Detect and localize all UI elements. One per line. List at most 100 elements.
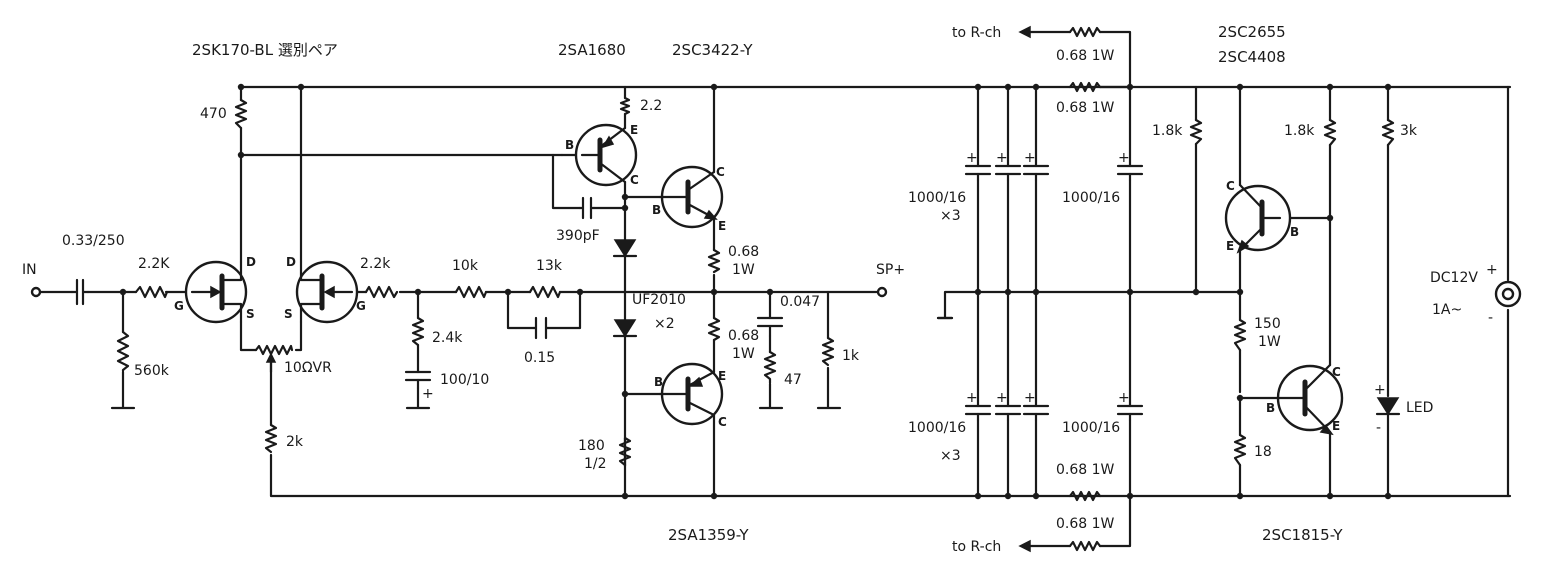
svg-text:D: D (246, 255, 256, 269)
resistors (116, 26, 1395, 552)
svg-text:E: E (1226, 239, 1234, 253)
cap-polarity-marks: + + + + + + + + + (422, 150, 1130, 406)
svg-text:10k: 10k (452, 258, 479, 274)
svg-text:47: 47 (784, 372, 802, 388)
svg-text:+: + (966, 390, 978, 406)
svg-text:×3: ×3 (940, 208, 961, 224)
svg-text:+: + (996, 150, 1008, 166)
diode-lower-icon (612, 319, 638, 338)
svg-text:1W: 1W (732, 262, 755, 278)
label-2sc4408: 2SC4408 (1218, 48, 1286, 66)
cap-0u047 (756, 316, 784, 338)
cap-0u15 (532, 316, 550, 340)
svg-text:2.2K: 2.2K (138, 256, 170, 272)
svg-text:LED: LED (1406, 400, 1433, 416)
svg-text:+: + (422, 386, 434, 402)
svg-text:1000/16: 1000/16 (908, 420, 966, 436)
svg-text:150: 150 (1254, 316, 1281, 332)
label-in: IN (22, 262, 37, 278)
svg-text:0.68: 0.68 (728, 244, 759, 260)
svg-text:+: + (1118, 390, 1130, 406)
cap-100u (404, 370, 432, 382)
svg-text:to R-ch: to R-ch (952, 539, 1001, 555)
svg-text:1000/16: 1000/16 (1062, 420, 1120, 436)
resistor-0r68-bottom (1068, 490, 1102, 502)
svg-text:B: B (1266, 401, 1275, 415)
resistor-470 (234, 98, 248, 130)
resistor-2k4 (411, 316, 425, 347)
svg-text:G: G (356, 299, 366, 313)
resistor-150 (1233, 318, 1247, 352)
svg-text:2.2k: 2.2k (360, 256, 391, 272)
svg-text:D: D (286, 255, 296, 269)
label-sp: SP+ (876, 262, 905, 278)
svg-text:0.68: 0.68 (728, 328, 759, 344)
resistor-2k2-gate (364, 285, 399, 299)
arrow-left-icon (1018, 25, 1031, 39)
svg-text:10ΩVR: 10ΩVR (284, 360, 332, 376)
labels: IN SP+ 2SK170-BL 選別ペア 2SA1680 2SC3422-Y … (22, 23, 1498, 555)
svg-text:B: B (654, 375, 663, 389)
svg-text:+: + (1118, 150, 1130, 166)
svg-text:+: + (1024, 150, 1036, 166)
led-icon (1375, 397, 1401, 416)
svg-text:C: C (1226, 179, 1235, 193)
speaker-terminal (876, 286, 888, 298)
resistor-47 (763, 350, 777, 385)
svg-text:C: C (1332, 365, 1341, 379)
svg-text:1W: 1W (732, 346, 755, 362)
svg-text:0.68 1W: 0.68 1W (1056, 48, 1115, 64)
svg-text:2.2: 2.2 (640, 98, 662, 114)
svg-text:100/10: 100/10 (440, 372, 489, 388)
transistor-2sc2655 (1224, 183, 1292, 254)
junction-dots (119, 83, 1392, 500)
jfet-left (184, 260, 248, 324)
resistor-2k2-input (134, 285, 169, 299)
svg-text:13k: 13k (536, 258, 563, 274)
svg-text:1W: 1W (1258, 334, 1281, 350)
svg-text:0.15: 0.15 (524, 350, 555, 366)
svg-text:G: G (174, 299, 184, 313)
jfet-right (295, 260, 359, 324)
resistor-560k (116, 330, 130, 373)
svg-text:+: + (1374, 382, 1386, 398)
resistor-10k (454, 285, 488, 299)
resistor-13k (528, 285, 562, 299)
svg-text:18: 18 (1254, 444, 1272, 460)
resistor-0r68-lower (707, 316, 721, 342)
svg-text:1000/16: 1000/16 (908, 190, 966, 206)
pin-labels: G D S D S G B E C B C E B E C C E B B C … (174, 123, 1341, 433)
capacitors (70, 164, 1144, 422)
arrow-left-icon (1018, 539, 1031, 553)
resistor-1k8-b (1323, 118, 1337, 147)
resistor-1k (821, 336, 835, 367)
svg-text:1000/16: 1000/16 (1062, 190, 1120, 206)
svg-text:B: B (565, 138, 574, 152)
svg-text:S: S (246, 307, 255, 321)
svg-text:B: B (652, 203, 661, 217)
svg-text:S: S (284, 307, 293, 321)
svg-text:0.047: 0.047 (780, 294, 820, 310)
svg-text:560k: 560k (134, 363, 170, 379)
transistor-2sa1680 (574, 123, 638, 187)
label-2sa1359: 2SA1359-Y (668, 526, 749, 544)
label-2sc1815: 2SC1815-Y (1262, 526, 1343, 544)
svg-text:470: 470 (200, 106, 227, 122)
svg-text:0.68 1W: 0.68 1W (1056, 462, 1115, 478)
dc-jack-icon (1494, 280, 1522, 308)
svg-text:-: - (1488, 310, 1493, 326)
svg-text:+: + (1486, 262, 1498, 278)
svg-text:to R-ch: to R-ch (952, 25, 1001, 41)
svg-text:C: C (716, 165, 725, 179)
svg-text:C: C (630, 173, 639, 187)
svg-text:-: - (1376, 420, 1381, 436)
trimmer-10ohm (254, 344, 294, 374)
svg-text:1/2: 1/2 (584, 456, 607, 472)
svg-text:E: E (1332, 419, 1340, 433)
transistor-2sc3422 (658, 165, 724, 229)
svg-text:B: B (1290, 225, 1299, 239)
svg-text:1k: 1k (842, 348, 860, 364)
wires (36, 30, 1512, 548)
resistor-18 (1233, 433, 1247, 467)
